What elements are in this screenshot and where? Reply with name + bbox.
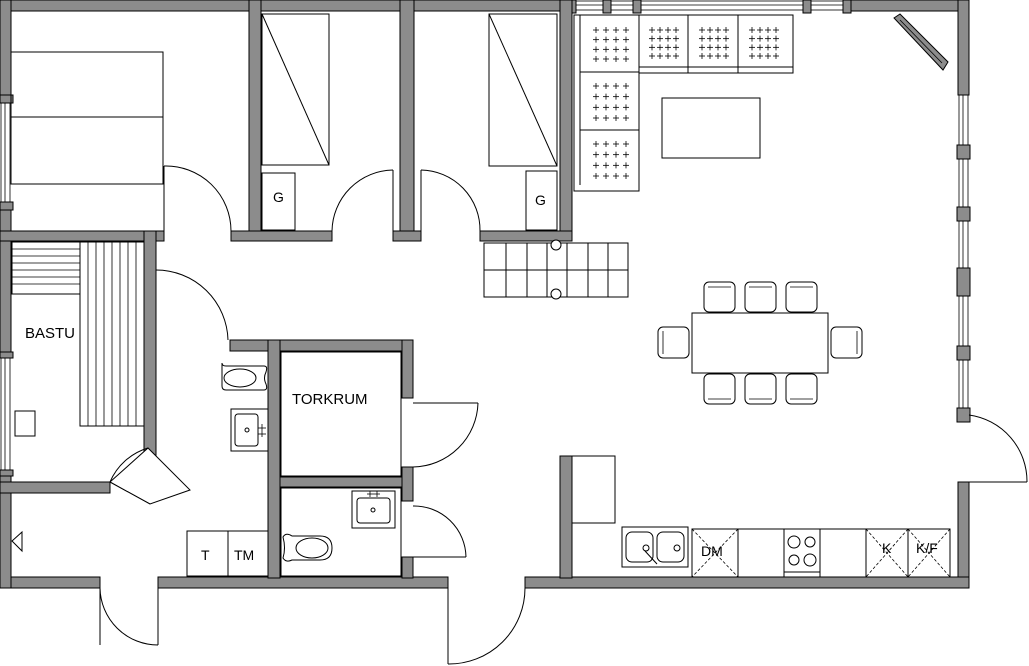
kitchen-island (571, 455, 616, 524)
kitchen: DM K K/F (571, 455, 951, 578)
single-bed (261, 13, 330, 166)
dryer-label: TM (234, 547, 254, 563)
wardrobe-label: G (535, 192, 546, 208)
windows (0, 0, 971, 477)
washing-machine (186, 530, 229, 577)
wardrobe-label: G (273, 189, 284, 205)
sink (621, 526, 689, 568)
stairs (483, 239, 629, 300)
bathroom: T TM (186, 362, 269, 577)
tumble-dryer (227, 530, 269, 577)
sauna-label: BASTU (25, 325, 75, 342)
outer-walls (0, 0, 970, 589)
fridge-freezer-label: K/F (916, 540, 938, 556)
entrance-arrow-icon (11, 530, 23, 553)
interior-walls (0, 0, 573, 579)
bedroom-right: G (488, 13, 558, 231)
fridge-label: K (882, 540, 892, 556)
sofa (573, 14, 794, 192)
toilet (221, 362, 268, 391)
single-bed (488, 13, 558, 167)
tv (893, 13, 949, 71)
wardrobe (261, 172, 296, 231)
counter (819, 528, 867, 578)
coffee-table (661, 97, 761, 159)
stove (783, 528, 821, 578)
drying-room-label: TORKRUM (292, 391, 368, 408)
wc (280, 487, 402, 577)
doors (99, 165, 1028, 665)
wardrobe (525, 170, 558, 231)
toilet (282, 533, 333, 562)
bedroom-middle: G (261, 13, 330, 231)
dishwasher-label: DM (701, 543, 723, 559)
dining-set (657, 281, 863, 405)
bedroom-left (10, 51, 164, 185)
double-bed (10, 51, 164, 185)
counter (737, 528, 785, 578)
sauna: BASTU (11, 241, 145, 437)
washer-label: T (201, 547, 210, 563)
drying-room: TORKRUM (280, 351, 402, 477)
wash-basin (351, 490, 396, 529)
sauna-heater (14, 410, 36, 437)
